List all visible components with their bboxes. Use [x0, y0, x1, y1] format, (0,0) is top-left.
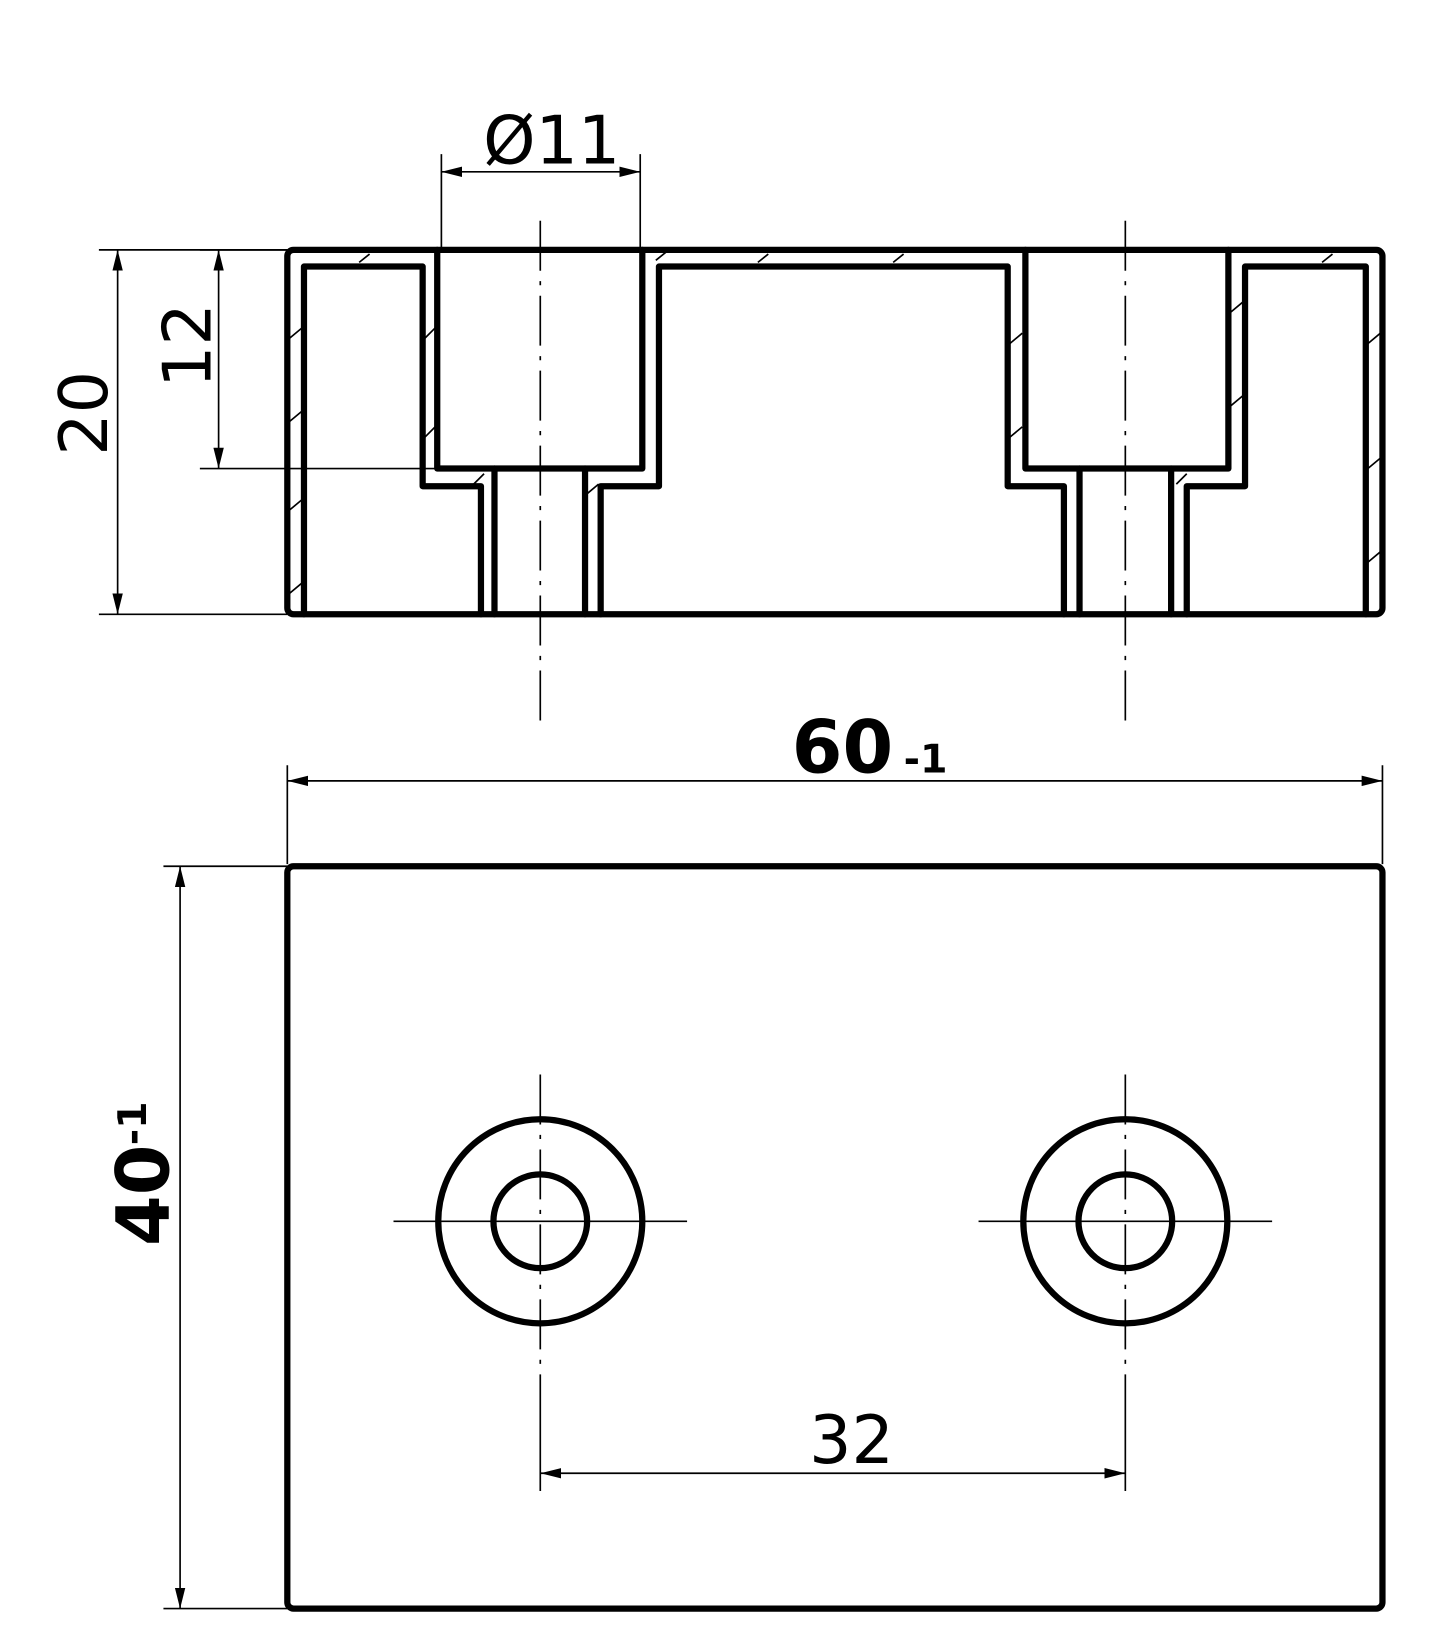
section-view: Ø11 20 12 [45, 101, 1386, 724]
dimension-counterbore-depth: 12 [148, 249, 438, 470]
dimension-length: 60 -1 [286, 706, 1384, 865]
shank-right [1076, 465, 1175, 618]
dimension-width: 40 -1 [102, 865, 288, 1610]
dim-hole-diameter-text: Ø11 [483, 101, 620, 179]
plate-outline [284, 863, 1386, 1612]
dim-width-text: 40 [102, 1145, 187, 1246]
hole-left [393, 1074, 688, 1367]
dim-counterbore-depth-text: 12 [148, 303, 226, 388]
section-inner-middle [597, 263, 1068, 618]
section-outer-contour [284, 246, 1386, 618]
dimension-hole-diameter: Ø11 [440, 101, 642, 250]
top-view: 60 -1 32 40 -1 [102, 706, 1386, 1612]
dimension-hole-spacing: 32 [539, 1374, 1127, 1491]
dim-width-tolerance: -1 [110, 1101, 156, 1145]
hatching [288, 251, 1381, 595]
section-inner-left [300, 263, 485, 618]
shank-left [491, 465, 589, 618]
dim-hole-spacing-text: 32 [809, 1401, 894, 1479]
dim-length-tolerance: -1 [904, 737, 948, 783]
dim-length-text: 60 [792, 706, 893, 791]
section-inner-right [1183, 263, 1369, 618]
hole-right [978, 1074, 1273, 1367]
dim-total-height-text: 20 [45, 371, 123, 456]
counterbore-right [1022, 246, 1232, 472]
